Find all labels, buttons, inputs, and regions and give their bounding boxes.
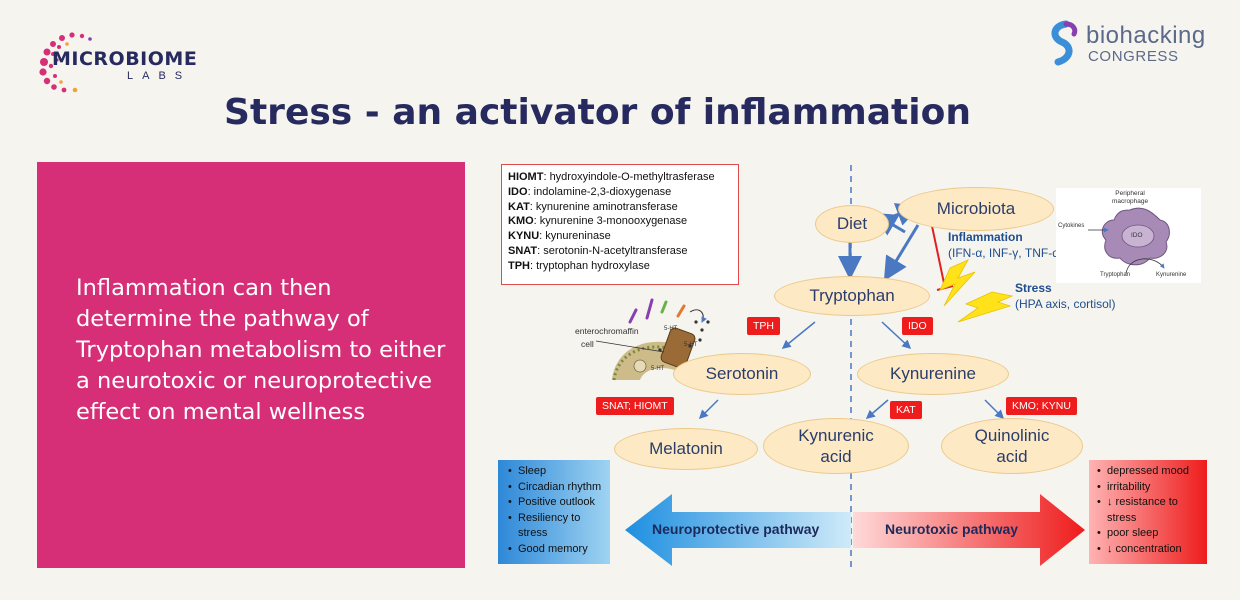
macrophage-illustration [1088, 207, 1170, 275]
legend-item: TPH: tryptophan hydroxylase [508, 259, 650, 272]
microbiome-logo-mark [39, 32, 92, 93]
biohacking-logo-text: biohacking [1086, 22, 1206, 49]
node-kynurenine: Kynurenine [857, 353, 1009, 395]
neurotoxic-pathway-label: Neurotoxic pathway [885, 521, 1019, 537]
arrow-tryptophan-serotonin [781, 321, 816, 349]
effect-item: irritability [1097, 480, 1205, 496]
cell-label-5ht-3: 5-HT [651, 366, 665, 372]
macrophage-cytokines-label: Cytokines [1058, 223, 1085, 229]
enzyme-tag-kat: KAT [890, 401, 922, 419]
legend-item: HIOMT: hydroxyindole-O-methyltrasferase [508, 171, 715, 183]
enzyme-tag-snat-hiomt: SNAT; HIOMT [596, 397, 674, 415]
legend-item: KMO: kynurenine 3-monooxygenase [508, 215, 688, 228]
neuroprotective-effects-box: Sleep Circadian rhythm Positive outlook … [498, 460, 610, 564]
effect-item: Good memory [508, 542, 606, 558]
neurotoxic-arrow [853, 494, 1085, 566]
neuroprotective-pathway-label: Neuroprotective pathway [652, 521, 820, 537]
neurotoxic-effects-box: depressed mood irritability ↓ resistance… [1089, 460, 1207, 564]
node-tryptophan: Tryptophan [774, 276, 930, 316]
stress-label: Stress (HPA axis, cortisol) [1015, 281, 1116, 311]
arrow-tryptophan-kynurenine [881, 321, 912, 350]
effect-item: depressed mood [1097, 464, 1205, 480]
lightning-icon [957, 291, 1014, 323]
legend-item: KYNU: kynureninase [508, 230, 611, 243]
microbiome-labs-logo: MICROBIOME LABS [35, 24, 210, 94]
neuroprotective-arrow [625, 494, 851, 566]
labs-logo-text: LABS [127, 70, 192, 82]
arrow-microbiota-tryptophan [883, 224, 920, 282]
effect-item: poor sleep [1097, 526, 1205, 542]
cell-label-cell: cell [581, 339, 594, 349]
legend-item: IDO: indolamine-2,3-dioxygenase [508, 185, 672, 198]
node-serotonin: Serotonin [673, 353, 811, 395]
macrophage-tryptophan-label: Tryptophan [1100, 272, 1131, 278]
legend-item: SNAT: serotonin-N-acetyltransferase [508, 244, 688, 257]
effect-item: ↓ resistance to stress [1097, 495, 1205, 526]
node-melatonin: Melatonin [614, 428, 758, 470]
macrophage-kynurenine-label: Kynurenine [1156, 272, 1187, 278]
microbiome-logo-text: MICROBIOME [52, 48, 198, 70]
lightning-icon [939, 259, 976, 307]
cell-label-5ht-2: 5-HT [684, 342, 698, 348]
effect-item: Resiliency to stress [508, 511, 606, 542]
congress-logo-text: CONGRESS [1088, 48, 1179, 65]
inhibition-line [931, 225, 946, 289]
biohacking-congress-logo: biohacking CONGRESS [1044, 18, 1224, 68]
enzyme-tag-kmo-kynu: KMO; KYNU [1006, 397, 1077, 415]
effect-item: Sleep [508, 464, 606, 480]
arrow-kynurenine-kynurenic [865, 399, 889, 419]
cell-label-enterochromaffin: enterochromaffin [575, 326, 639, 336]
cell-label-5ht-1: 5-HT [664, 326, 678, 332]
enterochromaffin-cell-illustration: enterochromaffin cell 5-HT 5-HT 5-HT [575, 298, 710, 381]
effect-item: Circadian rhythm [508, 480, 606, 496]
node-diet: Diet [815, 205, 889, 243]
abbreviation-legend: HIOMT: hydroxyindole-O-methyltrasferase … [501, 164, 739, 285]
panel-text: Inflammation can then determine the path… [76, 275, 446, 425]
enzyme-tag-tph: TPH [747, 317, 780, 335]
legend-item: KAT: kynurenine aminotransferase [508, 200, 678, 213]
page-title: Stress - an activator of inflammation [224, 92, 971, 133]
biohacking-logo-mark [1051, 20, 1078, 66]
arrow-kynurenine-quinolinic [984, 399, 1005, 420]
highlight-panel [37, 162, 465, 568]
effect-item: Positive outlook [508, 495, 606, 511]
node-microbiota: Microbiota [898, 187, 1054, 231]
effect-item: ↓ concentration [1097, 542, 1205, 558]
enzyme-tag-ido: IDO [902, 317, 933, 335]
arrow-serotonin-melatonin [698, 399, 719, 420]
macrophage-ido-label: IDO [1131, 232, 1143, 239]
